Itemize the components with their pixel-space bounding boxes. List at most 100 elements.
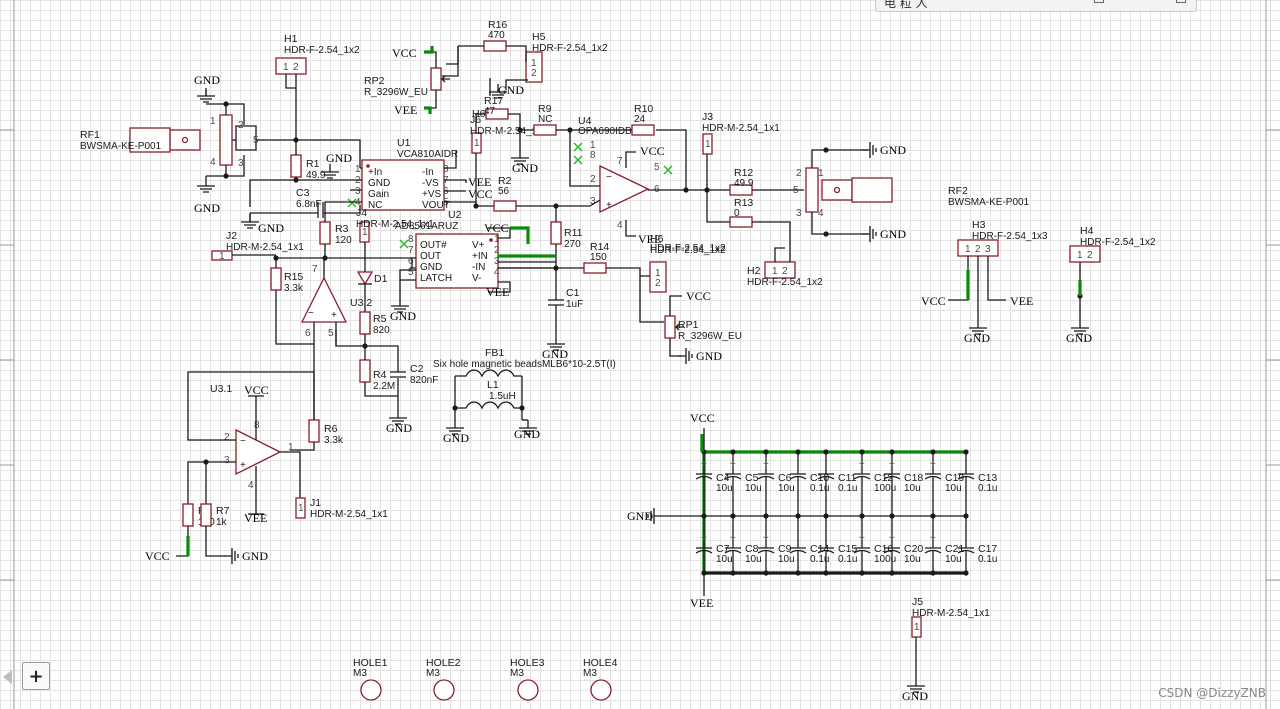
polarity-mark: + [930, 533, 936, 544]
ref-label: H2 [747, 265, 761, 277]
gnd-label: GND [627, 509, 653, 523]
value-label: 10u [904, 554, 921, 565]
value-label: BWSMA-KE-P001 [80, 141, 162, 152]
ref-label: J1 [310, 497, 321, 509]
vcc-label: VCC [686, 289, 711, 303]
pin-number: 1 [474, 138, 480, 149]
vcc-label: VCC [145, 549, 170, 563]
value-label: VCA810AIDR [397, 149, 458, 160]
gnd-label: GND [696, 349, 722, 363]
add-sheet-button[interactable]: + [22, 662, 50, 690]
noninv-sign: + [240, 460, 246, 471]
inductor-l1[interactable]: L11.5uH [455, 379, 522, 410]
pin-number: 4 [494, 267, 500, 278]
ref-label: R11 [564, 227, 583, 239]
polarity-mark: + [859, 459, 865, 470]
ref-label: C19 [945, 472, 964, 484]
gnd-label: GND [390, 309, 416, 323]
value-label: M3 [583, 668, 597, 679]
ref-label: H4 [1080, 225, 1094, 237]
value-label: 100u [874, 554, 896, 565]
value-label: HDR-M-2.54_1x1 [912, 608, 990, 619]
view-toolbar[interactable]: 电 粒 人 [875, 0, 1197, 12]
gnd-label: GND [514, 427, 540, 441]
gnd-symbol: GND [390, 298, 416, 323]
window-icon[interactable] [1094, 0, 1104, 3]
ref-label: R10 [634, 103, 653, 115]
ref-label: R2 [498, 175, 512, 187]
pin-number: 2 [293, 62, 299, 73]
label: 2 [796, 168, 802, 179]
ref-label: R1 [306, 158, 320, 170]
collapse-panel-icon[interactable] [3, 670, 12, 684]
gnd-symbol: GND [194, 178, 220, 215]
pin-number: 3 [494, 256, 500, 267]
value-label: HDR-F-2.54_1x2 [532, 43, 608, 54]
ref-label: RF2 [948, 185, 968, 197]
pin-number: 8 [443, 164, 449, 175]
ref-label: U3.2 [350, 297, 372, 309]
capacitor-c3[interactable]: C36.8nF [296, 187, 324, 218]
value-label: 0.1u [838, 554, 857, 565]
diode-d1[interactable]: D1 [356, 271, 388, 286]
window-icon-2[interactable] [1176, 0, 1186, 3]
gnd-label: GND [498, 83, 524, 97]
pin-number: 3 [590, 196, 596, 207]
value-label: 10u [778, 554, 795, 565]
